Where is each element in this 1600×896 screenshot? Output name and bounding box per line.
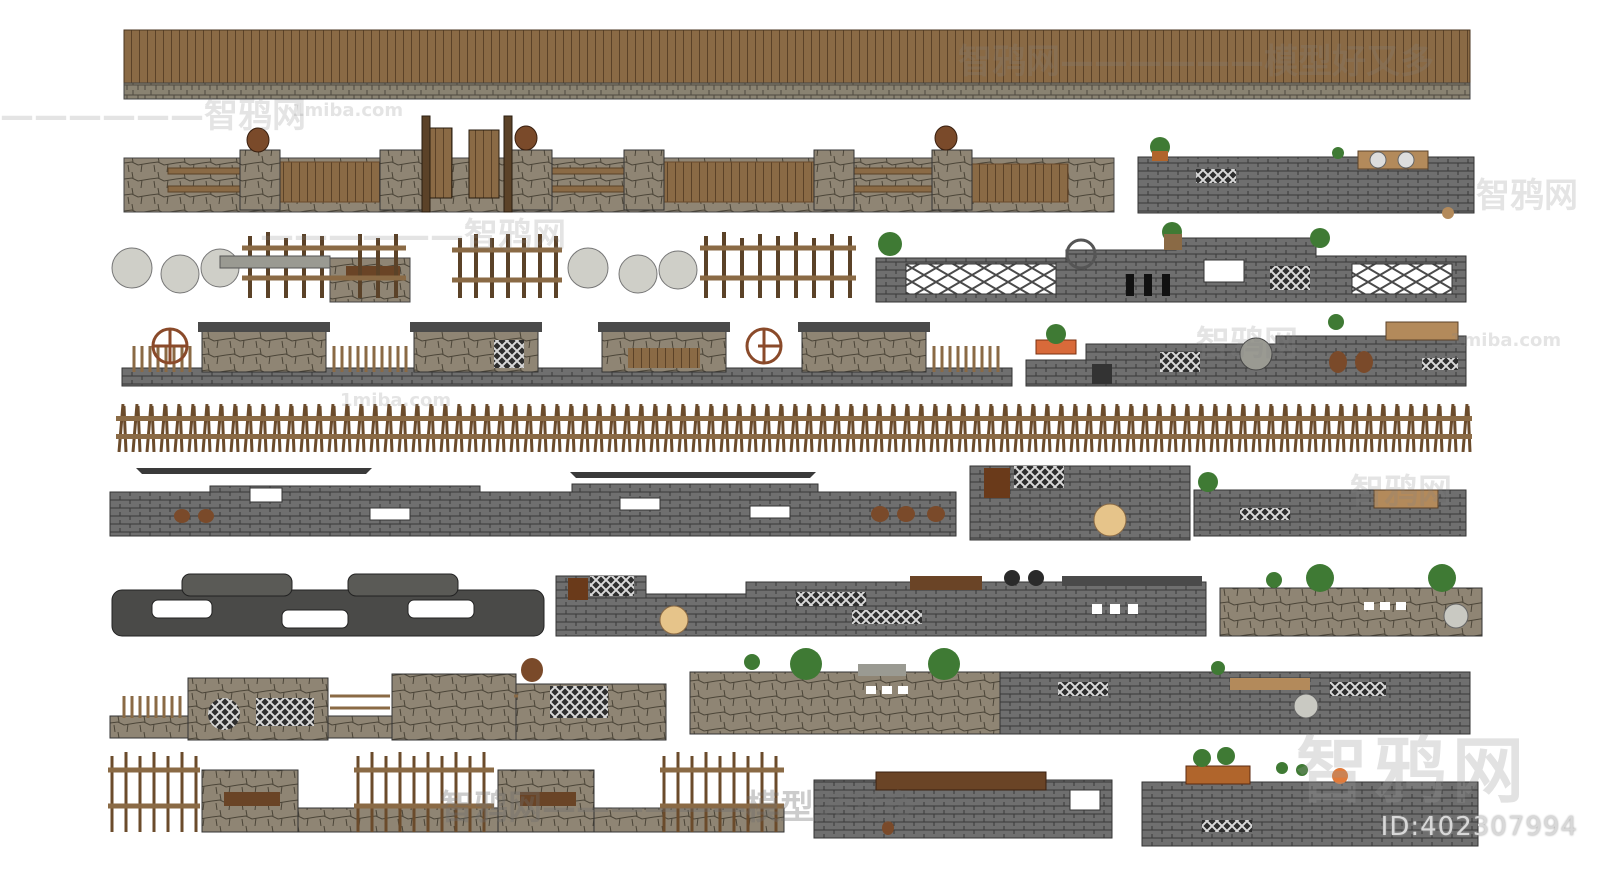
rustic-stick-fence <box>116 404 1472 452</box>
model-id-label: ID:402307994 <box>1380 812 1578 842</box>
mixed-stone-brick-wall <box>689 648 1471 735</box>
dark-rock-chain-wall <box>111 573 545 637</box>
watermark-brand: 智鸦网 <box>1476 176 1578 216</box>
brick-wall-timber-cap <box>813 771 1113 839</box>
wood-panel-fence <box>123 29 1471 100</box>
stone-wall-round-window <box>109 658 667 741</box>
brick-planter-box-wall <box>1141 747 1479 847</box>
stone-wall-planters-c <box>1219 564 1483 637</box>
brick-wall-herringbone <box>555 570 1207 637</box>
brick-wall-planters-b <box>1025 314 1467 387</box>
wood-fence-stone-planters <box>108 752 785 833</box>
roof-cap-courtyard-wall <box>109 468 957 537</box>
stone-pillar-fence-with-gate <box>123 115 1115 213</box>
wood-fence-millstones <box>111 232 856 303</box>
tiled-cap-walls-wheels <box>121 322 1013 387</box>
brick-wall-planters-a <box>1137 137 1475 219</box>
brick-wall-wood-disc <box>969 465 1467 541</box>
brick-wall-diamond-windows <box>875 222 1467 303</box>
watermark-right-1: 智鸦网 <box>1476 168 1578 217</box>
